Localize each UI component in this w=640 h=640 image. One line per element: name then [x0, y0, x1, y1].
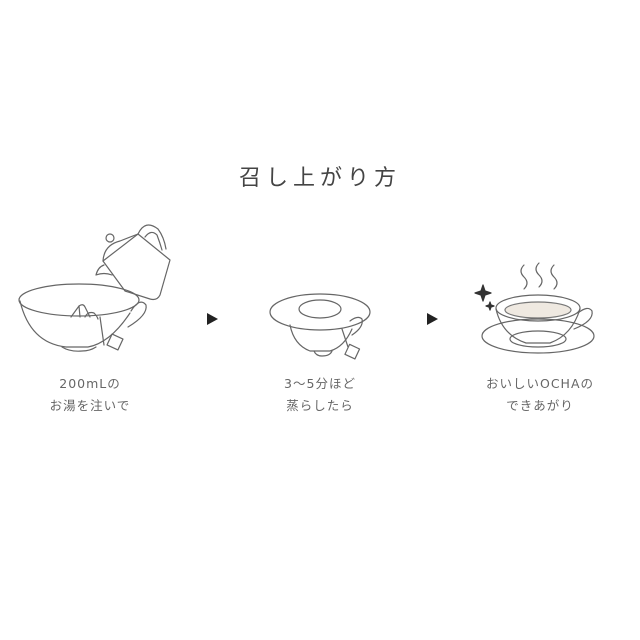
step-3-caption: おいしいOCHAの できあがり	[450, 373, 630, 417]
steaming-tea-cup-icon	[474, 262, 595, 354]
step-3-line1: おいしいOCHAの	[485, 376, 595, 391]
step-3-line2: できあがり	[506, 398, 574, 413]
teapot-pouring-into-cup-icon	[18, 224, 171, 352]
arrow-right-icon	[427, 313, 438, 325]
page-title: 召し上がり方	[238, 166, 401, 191]
step-2-caption: 3〜5分ほど 蒸らしたら	[230, 373, 410, 417]
step-1-line2: お湯を注いで	[49, 398, 131, 413]
step-2-line2: 蒸らしたら	[286, 398, 354, 413]
step-1-line1: 200mLの	[59, 376, 121, 391]
step-2-line1: 3〜5分ほど	[284, 376, 356, 391]
covered-cup-steeping-icon	[269, 293, 371, 360]
arrow-right-icon	[207, 313, 218, 325]
step-1-caption: 200mLの お湯を注いで	[0, 373, 180, 417]
